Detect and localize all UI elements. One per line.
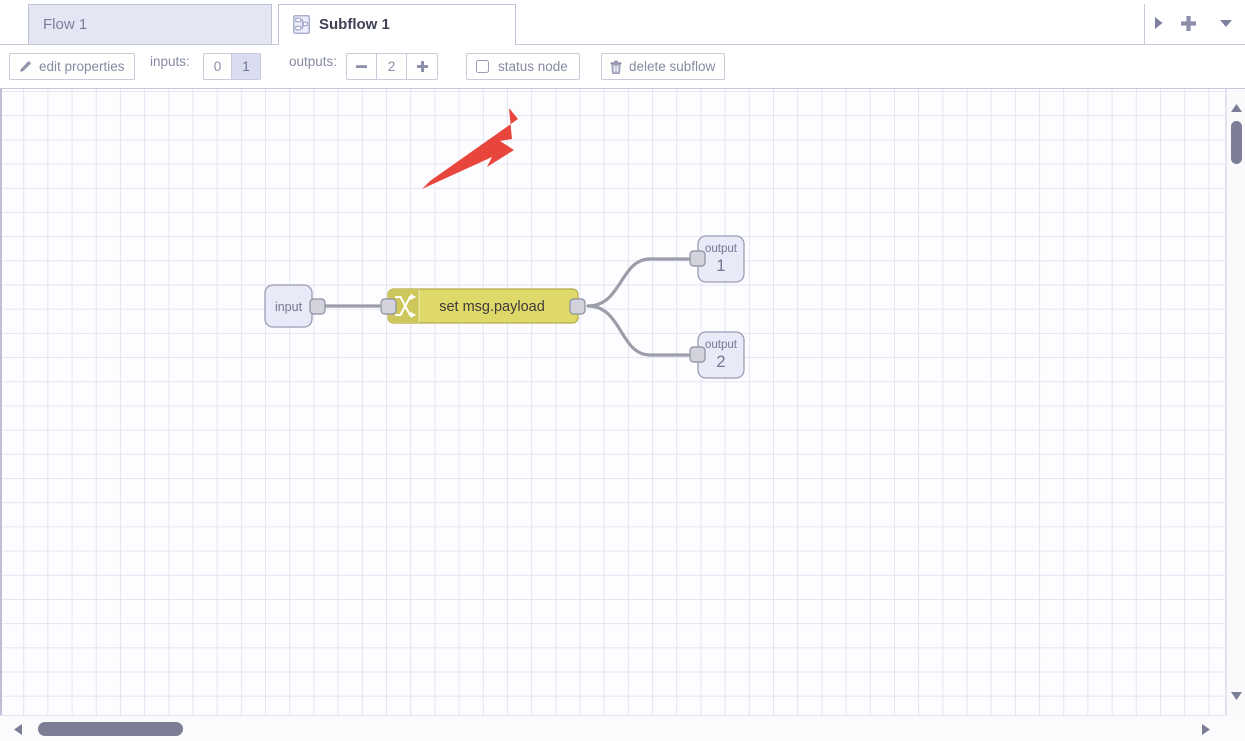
play-triangle-icon (1154, 17, 1162, 29)
tab-subflow-1[interactable]: Subflow 1 (278, 4, 516, 45)
node-output-1-label: output (705, 243, 738, 255)
delete-subflow-button[interactable]: delete subflow (601, 53, 726, 80)
scroll-left-button[interactable] (8, 721, 27, 738)
outputs-value: 2 (377, 54, 407, 79)
trash-icon (610, 60, 622, 74)
tab-bar-underline (0, 44, 1245, 45)
tab-menu-button[interactable] (1210, 8, 1242, 38)
outputs-label: outputs: (289, 54, 338, 69)
tab-scroll-next-button[interactable] (1142, 8, 1174, 38)
scroll-down-button[interactable] (1227, 687, 1245, 704)
node-output-1-number: 1 (716, 257, 725, 275)
tab-controls-separator (1144, 4, 1145, 44)
node-subflow-output-2[interactable]: output 2 (689, 331, 745, 379)
triangle-up-icon (1231, 103, 1242, 112)
add-tab-button[interactable] (1172, 8, 1204, 38)
tab-bar: Flow 1 Subflow 1 (0, 0, 1245, 45)
scroll-right-button[interactable] (1196, 721, 1215, 738)
inputs-option-1[interactable]: 1 (232, 54, 260, 79)
inputs-option-0[interactable]: 0 (204, 54, 232, 79)
port-output-2-input[interactable] (689, 346, 706, 363)
node-subflow-input[interactable]: input (264, 284, 326, 328)
chevron-down-icon (1220, 20, 1232, 27)
scrollbar-corner (1226, 715, 1245, 741)
node-change[interactable]: set msg.payload (380, 288, 586, 324)
port-input-output[interactable] (309, 298, 326, 315)
canvas-left-edge (0, 89, 2, 715)
node-output-2-label: output (705, 339, 738, 351)
subflow-canvas[interactable]: input set msg.payload output 1 (0, 89, 1226, 715)
outputs-increment-button[interactable] (407, 54, 437, 79)
node-subflow-output-1[interactable]: output 1 (689, 235, 745, 283)
status-node-label: status node (498, 59, 568, 74)
port-change-input[interactable] (380, 298, 397, 315)
tab-flow-1-label: Flow 1 (43, 16, 88, 33)
annotation-arrow (422, 108, 518, 189)
minus-icon (356, 65, 367, 68)
vertical-scroll-thumb[interactable] (1231, 121, 1242, 164)
edit-properties-button[interactable]: edit properties (9, 53, 135, 80)
outputs-spinner[interactable]: 2 (346, 53, 438, 80)
triangle-right-icon (1201, 724, 1210, 735)
triangle-down-icon (1231, 691, 1242, 700)
horizontal-scrollbar[interactable] (0, 715, 1226, 741)
delete-subflow-label: delete subflow (629, 59, 716, 74)
tab-flow-1[interactable]: Flow 1 (28, 4, 272, 44)
wire-change-to-output-2 (586, 304, 690, 357)
pencil-icon (20, 60, 32, 72)
scroll-up-button[interactable] (1227, 99, 1245, 116)
flow-node-layer: input set msg.payload output 1 (264, 108, 745, 379)
status-node-checkbox[interactable] (476, 60, 489, 73)
tab-subflow-1-label: Subflow 1 (319, 16, 390, 33)
port-change-output[interactable] (569, 298, 586, 315)
plus-icon (416, 61, 428, 72)
outputs-decrement-button[interactable] (347, 54, 377, 79)
subflow-icon (293, 15, 310, 34)
edit-properties-label: edit properties (39, 59, 125, 74)
port-output-1-input[interactable] (689, 250, 706, 267)
canvas-grid (0, 89, 1225, 715)
subflow-toolbar: edit properties inputs: 0 1 outputs: 2 s… (0, 45, 1245, 131)
node-change-label: set msg.payload (439, 299, 545, 315)
horizontal-scroll-thumb[interactable] (38, 722, 183, 736)
plus-icon (1180, 15, 1196, 31)
triangle-left-icon (13, 724, 22, 735)
inputs-label: inputs: (150, 54, 190, 69)
status-node-button[interactable]: status node (466, 53, 580, 80)
wire-change-to-output-1 (586, 257, 690, 308)
vertical-scrollbar[interactable] (1226, 89, 1245, 715)
node-input-label: input (275, 300, 303, 314)
inputs-toggle-group[interactable]: 0 1 (203, 53, 261, 80)
node-output-2-number: 2 (716, 353, 725, 371)
